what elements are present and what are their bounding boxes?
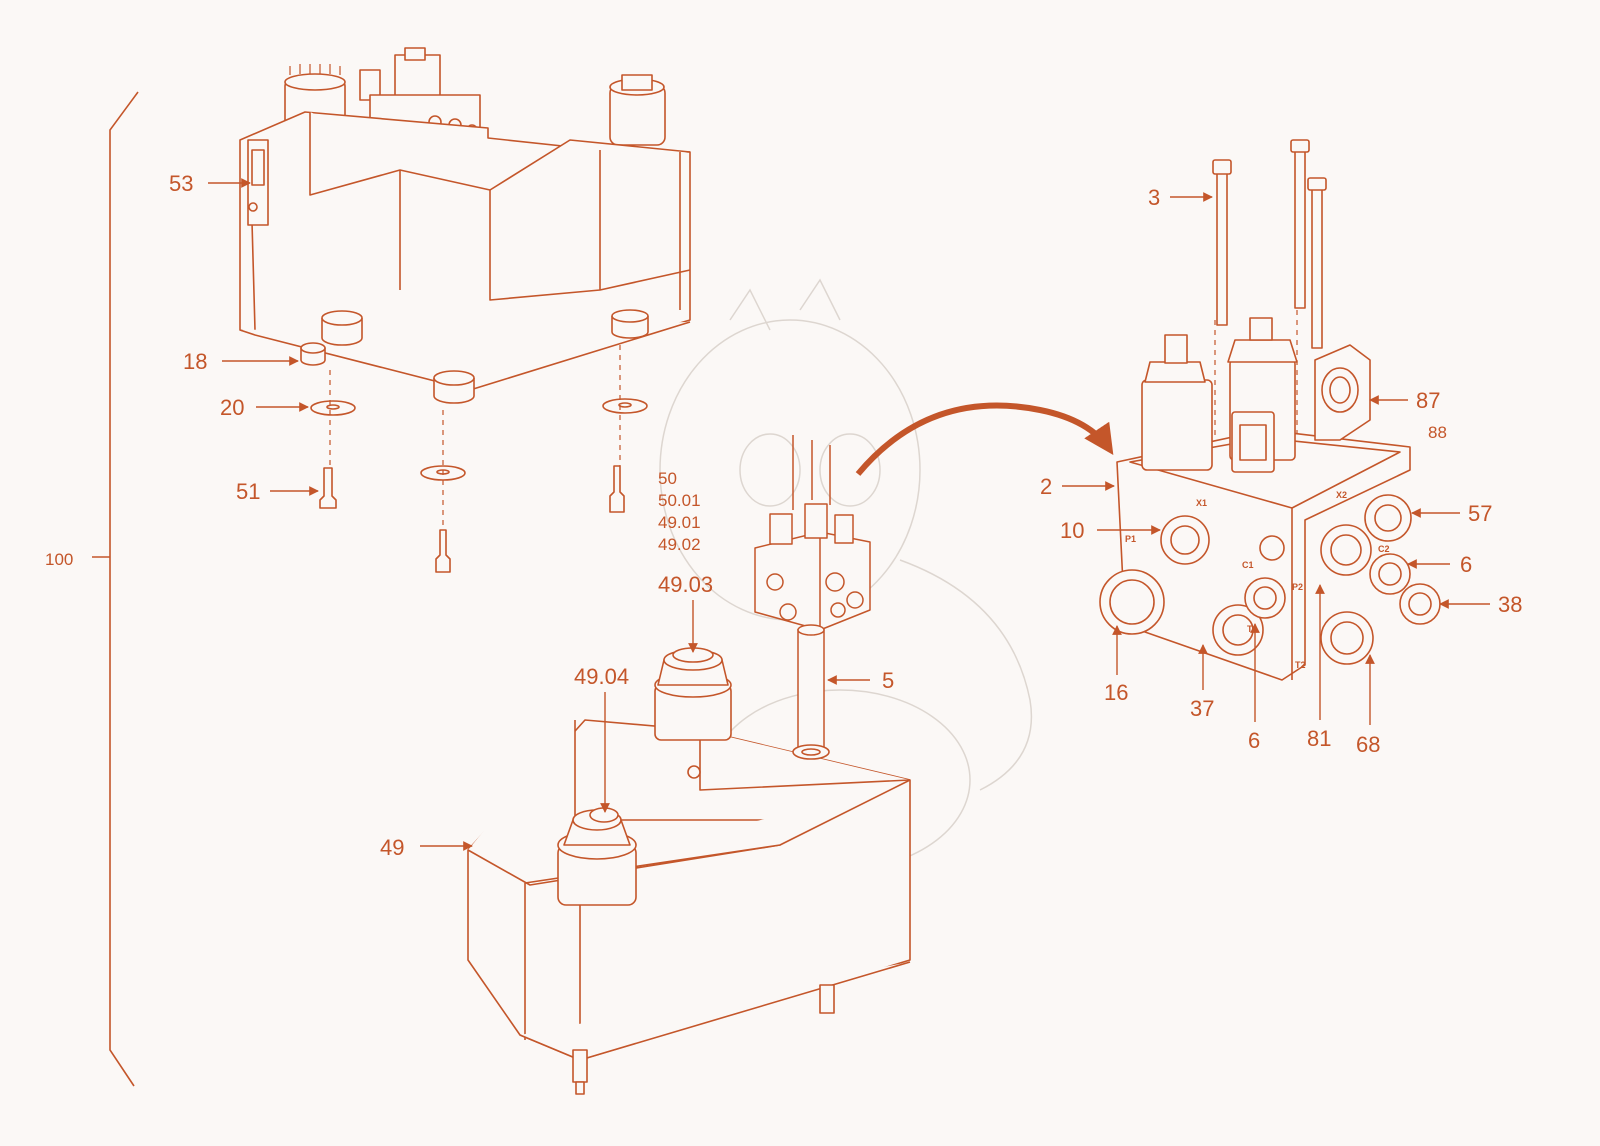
port-x1: X1 <box>1196 498 1207 508</box>
assembly-number: 100 <box>45 550 73 569</box>
callout-5: 5 <box>882 668 894 693</box>
small-valve-block <box>754 435 871 631</box>
callout-50: 50 <box>658 469 677 488</box>
port-p2: P2 <box>1292 582 1303 592</box>
tank-top-view <box>239 47 691 573</box>
callout-37: 37 <box>1190 696 1214 721</box>
standpipe <box>797 624 825 751</box>
callout-49-02: 49.02 <box>658 535 701 554</box>
port-t1: T1 <box>1247 624 1258 634</box>
callout-labels: 53 18 20 51 3 87 88 2 10 57 6 38 16 37 6… <box>169 171 1522 860</box>
callout-53: 53 <box>169 171 193 196</box>
callout-49-04: 49.04 <box>574 664 629 689</box>
port-c2: C2 <box>1378 544 1390 554</box>
callout-38: 38 <box>1498 592 1522 617</box>
callout-87: 87 <box>1416 388 1440 413</box>
valve-block-detail <box>1099 139 1441 681</box>
callout-6-right: 6 <box>1460 552 1472 577</box>
port-x2: X2 <box>1336 490 1347 500</box>
tank-bottom-view <box>467 647 911 1095</box>
port-c1: C1 <box>1242 560 1254 570</box>
callout-16: 16 <box>1104 680 1128 705</box>
callout-81: 81 <box>1307 726 1331 751</box>
callout-49: 49 <box>380 835 404 860</box>
callout-57: 57 <box>1468 501 1492 526</box>
callout-49-01: 49.01 <box>658 513 701 532</box>
callout-18: 18 <box>183 349 207 374</box>
port-p1: P1 <box>1125 534 1136 544</box>
callout-10: 10 <box>1060 518 1084 543</box>
callout-50-01: 50.01 <box>658 491 701 510</box>
callout-88: 88 <box>1428 423 1447 442</box>
callout-20: 20 <box>220 395 244 420</box>
callout-51: 51 <box>236 479 260 504</box>
port-t2: T2 <box>1295 660 1306 670</box>
leader-lines <box>208 178 1490 851</box>
assembly-bracket <box>92 91 139 1087</box>
detail-arrow <box>855 402 1114 476</box>
callout-49-03: 49.03 <box>658 572 713 597</box>
callout-2: 2 <box>1040 474 1052 499</box>
callout-68: 68 <box>1356 732 1380 757</box>
callout-6-bottom: 6 <box>1248 728 1260 753</box>
callout-3: 3 <box>1148 185 1160 210</box>
